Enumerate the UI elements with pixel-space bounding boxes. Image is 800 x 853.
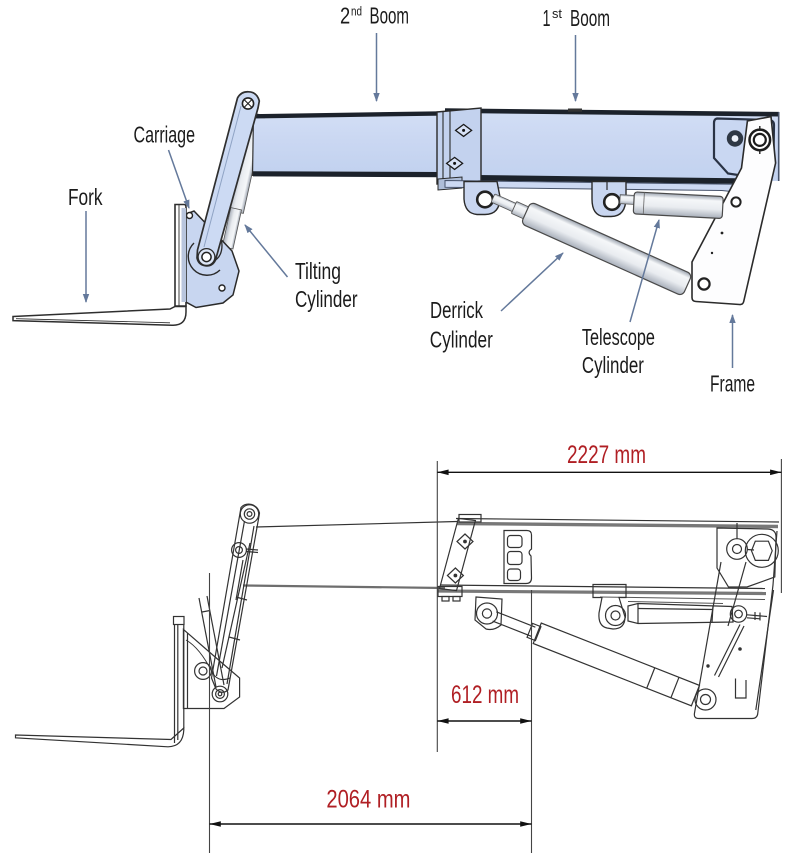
svg-text:1: 1 (543, 5, 551, 31)
svg-text:Boom: Boom (370, 3, 410, 29)
svg-text:st: st (552, 6, 562, 21)
svg-text:Derrick: Derrick (430, 297, 483, 323)
svg-text:2: 2 (340, 3, 350, 29)
svg-text:Cylinder: Cylinder (295, 286, 358, 312)
svg-text:Telescope: Telescope (582, 324, 655, 350)
svg-text:Boom: Boom (570, 5, 610, 31)
svg-text:nd: nd (351, 4, 362, 19)
svg-text:Cylinder: Cylinder (582, 352, 644, 378)
svg-text:612 mm: 612 mm (451, 681, 519, 709)
svg-text:Fork: Fork (68, 184, 103, 210)
svg-text:Frame: Frame (710, 371, 755, 397)
svg-text:2064 mm: 2064 mm (326, 786, 410, 814)
svg-text:2227 mm: 2227 mm (567, 441, 646, 469)
svg-text:Carriage: Carriage (134, 122, 196, 148)
svg-text:Tilting: Tilting (295, 258, 341, 284)
svg-text:Cylinder: Cylinder (430, 326, 493, 352)
